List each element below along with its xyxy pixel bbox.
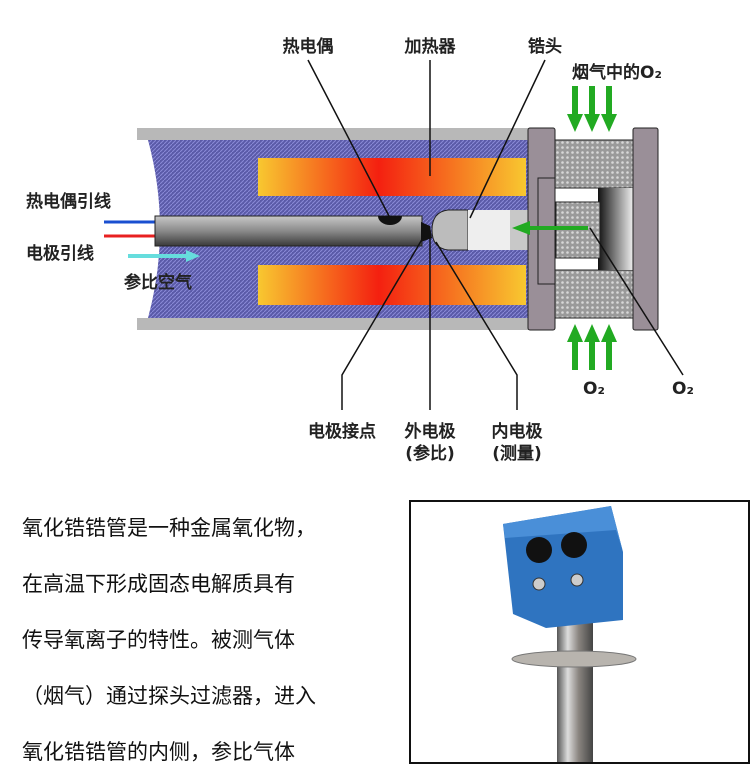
reference-air-arrow [128, 250, 200, 262]
label-o2-bottom: O₂ [583, 379, 605, 399]
label-electrode-lead: 电极引线 [26, 243, 94, 264]
heater-top [258, 158, 526, 196]
label-inner-electrode-note: (测量) [492, 443, 542, 464]
description-text: 氧化锆锆管是一种金属氧化物， 在高温下形成固态电解质具有 传导氧离子的特性。被测… [22, 500, 402, 780]
cable-gland-icon [561, 532, 587, 558]
product-photo [409, 500, 750, 764]
label-electrode-contact: 电极接点 [308, 421, 376, 442]
label-flue-gas-o2: 烟气中的O₂ [572, 62, 662, 83]
mounting-flange [511, 650, 637, 668]
label-outer-electrode-note: (参比) [405, 443, 455, 464]
label-outer-electrode: 外电极 [405, 421, 456, 442]
flue-gas-arrows-bottom [567, 324, 617, 370]
description-line: 在高温下形成固态电解质具有 [22, 572, 295, 596]
leader-lines [307, 59, 684, 410]
filter-bottom [554, 269, 634, 319]
description-line: 传导氧离子的特性。被测气体 [22, 628, 295, 652]
label-zirconia-head: 锆头 [528, 36, 562, 57]
screw-icon [532, 577, 546, 591]
electrode-rod [154, 215, 423, 247]
description-line: 氧化锆锆管是一种金属氧化物， [22, 516, 316, 540]
inner-plate [537, 177, 556, 285]
label-inner-electrode: 内电极 [492, 421, 543, 442]
zirconia-tube [431, 209, 469, 251]
outer-tube-bottom [137, 318, 529, 330]
flue-gas-arrows-top [567, 86, 617, 132]
label-o2-right: O₂ [672, 379, 694, 399]
description-line: 氧化锆锆管的内侧，参比气体 [22, 740, 295, 764]
label-reference-air: 参比空气 [124, 272, 192, 293]
outer-tube-top [137, 128, 529, 140]
label-heater: 加热器 [404, 36, 457, 57]
description-line: （烟气）通过探头过滤器，进入 [22, 684, 316, 708]
junction-box [503, 506, 623, 628]
zirconia-inner [468, 210, 510, 250]
chamber [598, 188, 633, 270]
filter-top [554, 139, 634, 189]
label-thermocouple-lead: 热电偶引线 [26, 191, 111, 212]
cable-gland-icon [526, 537, 552, 563]
screw-icon [570, 573, 584, 587]
gas-inflow-arrow [512, 221, 588, 235]
flange-right [632, 127, 659, 331]
probe-shaft [557, 602, 593, 762]
thermocouple-junction [378, 216, 402, 225]
zirconia-probe-diagram: 热电偶 加热器 锆头 烟气中的O₂ 热电偶引线 电极引线 参比空气 电极接点 外… [26, 36, 694, 464]
heater-bottom [258, 265, 526, 305]
label-thermocouple: 热电偶 [283, 36, 334, 57]
